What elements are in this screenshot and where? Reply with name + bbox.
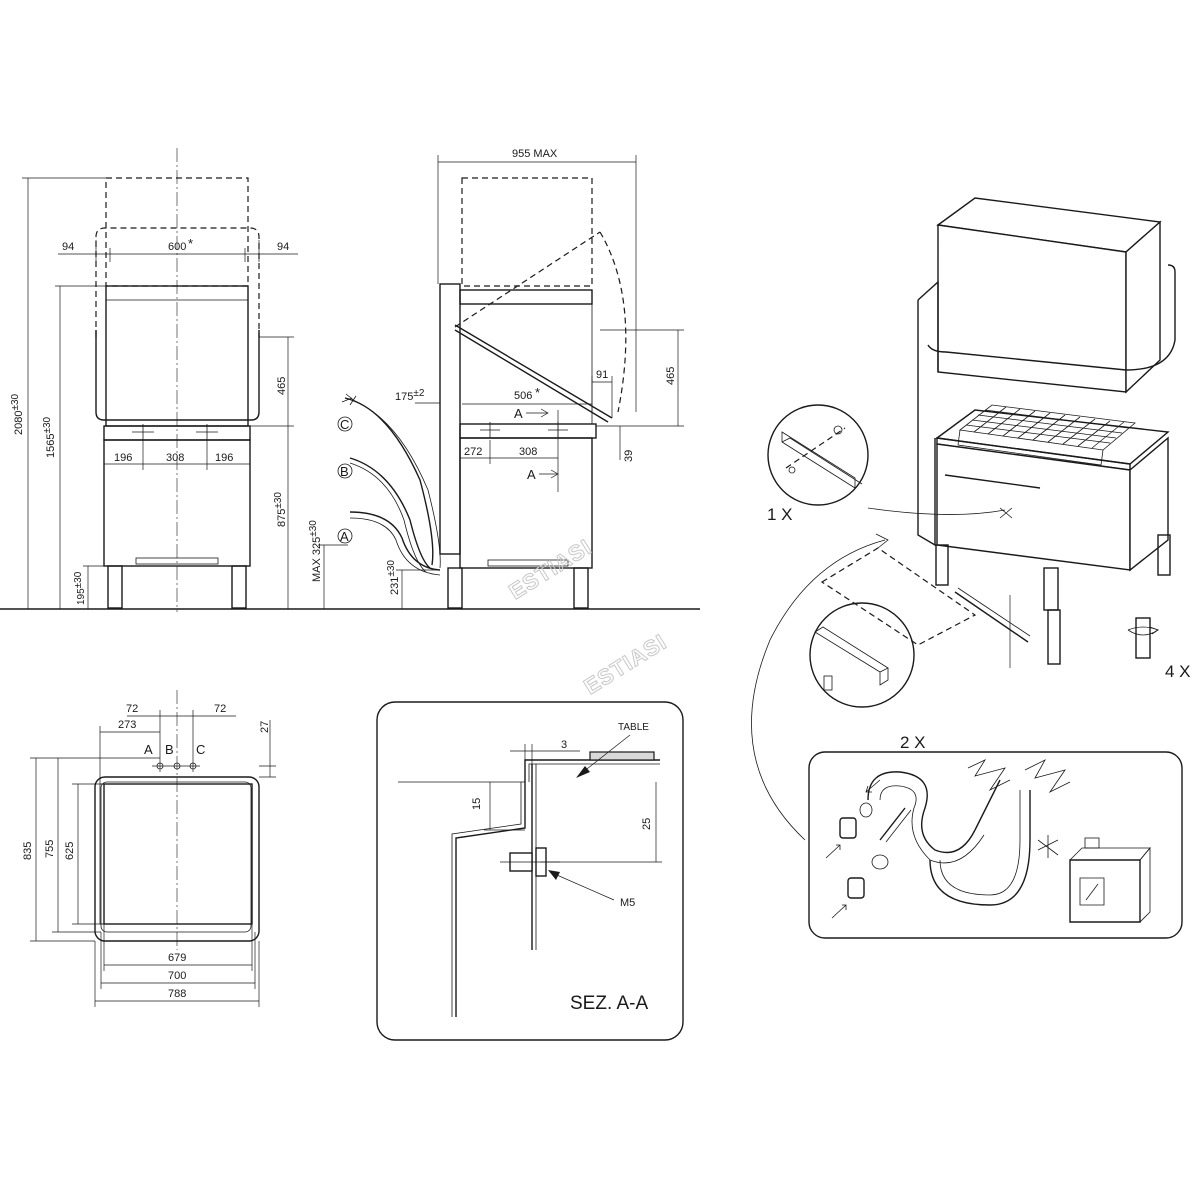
detail-4x-label: 4 X (1165, 662, 1191, 681)
side-cabinet (459, 437, 593, 569)
connection-b-circle (337, 463, 353, 479)
front-dim-94-left: 94 (62, 241, 74, 253)
side-dim-175: 175±2 (395, 388, 425, 403)
side-dim-max-325: MAX 325±30 (308, 520, 323, 582)
front-dim-600-mark: * (188, 236, 193, 251)
top-dim-625: 625 (64, 842, 76, 860)
side-column (439, 283, 461, 555)
side-door-swing-arc (599, 231, 627, 413)
front-dim-308: 308 (166, 452, 184, 464)
connection-c-label: C (340, 417, 349, 432)
connection-c-circle (337, 416, 353, 432)
iso-handle (927, 264, 1176, 371)
watermark-2: ESTIASI (579, 629, 671, 699)
front-dim-196-right: 196 (215, 452, 233, 464)
top-view: A B C 72 72 273 27 835 755 625 679 (22, 690, 276, 1007)
detail-1x-circle (767, 404, 869, 506)
iso-foot-1 (935, 544, 949, 586)
iso-hood-side (1125, 220, 1161, 394)
top-body (103, 783, 253, 925)
top-dim-755: 755 (44, 840, 56, 858)
top-dim-788: 788 (168, 988, 186, 1000)
front-dim-196-left: 196 (114, 452, 132, 464)
top-dim-700: 700 (168, 970, 186, 982)
section-marker-top: A (514, 406, 523, 421)
front-dim-600: 600 (168, 241, 186, 253)
iso-rack (957, 404, 1136, 466)
watermark-1: ESTIASI (504, 534, 596, 604)
iso-column (917, 300, 936, 547)
chemical-canister (1069, 859, 1141, 923)
top-dim-72-right: 72 (214, 703, 226, 715)
front-dim-465: 465 (276, 377, 288, 395)
section-title: SEZ. A-A (570, 993, 648, 1014)
detail-2x-circle (809, 602, 915, 708)
top-outer-frame (94, 776, 260, 942)
hose-nozzle-2 (847, 877, 865, 899)
hose-a (349, 511, 441, 571)
detail-1x-label: 1 X (767, 505, 793, 524)
section-dim-3: 3 (561, 739, 567, 751)
connection-a-label: A (340, 529, 349, 544)
hose-kit-frame (808, 751, 1183, 939)
front-dim-195: 195±30 (73, 571, 87, 605)
side-dim-231: 231±30 (386, 560, 401, 595)
side-foot-right (573, 567, 589, 609)
side-dim-91: 91 (596, 369, 608, 381)
front-foot-right (231, 565, 247, 609)
hose-nozzle-1 (839, 817, 857, 839)
top-dim-72-left: 72 (126, 703, 138, 715)
section-aa: 3 15 25 TABLE M5 SEZ. A-A (376, 701, 684, 1041)
detail-2x-label: 2 X (900, 733, 926, 752)
iso-foot-detail (1135, 617, 1151, 659)
connector-arc (751, 539, 886, 841)
top-dim-27: 27 (259, 721, 271, 733)
front-dim-2080: 2080±30 (10, 393, 25, 435)
isometric-view: 1 X 2 X 4 X (751, 197, 1191, 939)
connection-b-label: B (340, 464, 349, 479)
top-label-b: B (165, 742, 174, 757)
side-dim-272: 272 (464, 446, 482, 458)
side-dim-465: 465 (665, 367, 677, 385)
front-cabinet (103, 439, 251, 567)
side-dim-506: 506 (514, 390, 532, 402)
section-frame (376, 701, 684, 1041)
hose-b (349, 457, 431, 569)
top-dim-679: 679 (168, 952, 186, 964)
front-foot-left (107, 565, 123, 609)
side-hood-top (459, 289, 593, 305)
section-screw-label: M5 (620, 897, 635, 909)
side-hood-raised (461, 177, 593, 287)
section-marker-bottom: A (527, 467, 536, 482)
side-dim-308: 308 (519, 446, 537, 458)
hose-c (344, 397, 434, 566)
front-dim-875: 875±30 (273, 492, 288, 527)
top-label-c: C (196, 742, 205, 757)
iso-foot-3 (1157, 534, 1171, 576)
side-foot-left (447, 567, 463, 609)
front-dim-94-right: 94 (277, 241, 289, 253)
side-door (454, 324, 613, 419)
side-view: 955 MAX 175±2 506 * 91 465 (308, 148, 684, 609)
side-table-edge (459, 423, 597, 439)
front-view: 94 600 * 94 2080±30 1565±30 465 875±30 1… (10, 148, 298, 612)
front-dim-1565: 1565±30 (42, 416, 57, 458)
section-table-label: TABLE (618, 722, 649, 733)
top-dim-273: 273 (118, 719, 136, 731)
iso-floor-dashed (820, 547, 977, 646)
front-handle (95, 330, 260, 421)
top-label-a: A (144, 742, 153, 757)
connection-a-circle (337, 528, 353, 544)
section-dim-15: 15 (471, 798, 483, 810)
side-dim-39: 39 (623, 450, 635, 462)
hose-kit (825, 759, 1151, 923)
section-table-slab (589, 751, 655, 761)
front-handle-raised (95, 227, 260, 337)
iso-foot-2 (1043, 567, 1059, 611)
side-dim-955-max: 955 MAX (512, 148, 558, 160)
section-dim-25: 25 (641, 818, 653, 830)
top-dim-835: 835 (22, 842, 34, 860)
side-dim-506-mark: * (535, 385, 540, 400)
